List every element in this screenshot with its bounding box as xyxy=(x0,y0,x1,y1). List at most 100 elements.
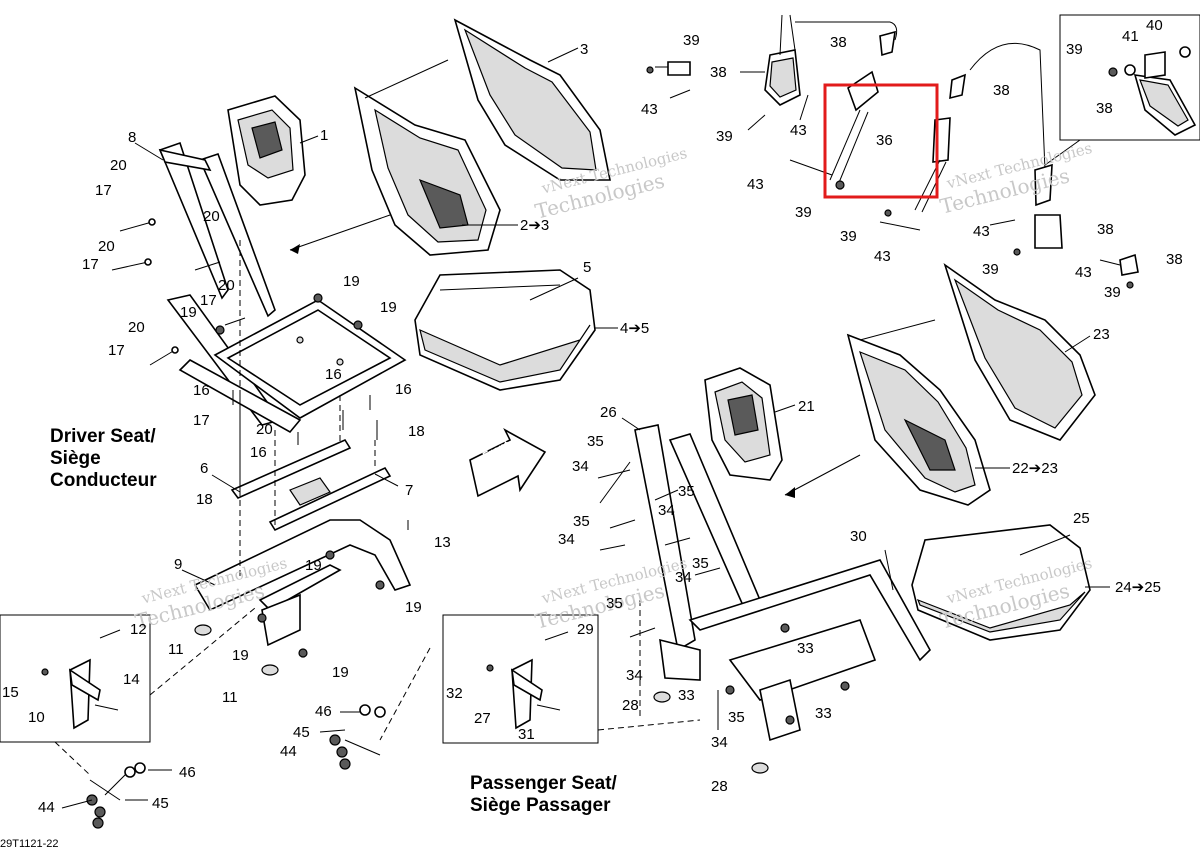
passenger-detail-inset xyxy=(379,614,701,744)
callout-16d: 16 xyxy=(250,444,267,461)
driver-title-line3: Conducteur xyxy=(50,470,157,491)
callout-25: 25 xyxy=(1073,510,1090,527)
callout-19f: 19 xyxy=(232,647,249,664)
callout-46b: 46 xyxy=(315,703,332,720)
callout-22-23: 22➔23 xyxy=(1012,460,1058,477)
callout-35f: 35 xyxy=(728,709,745,726)
callout-7: 7 xyxy=(405,482,414,499)
callout-35a: 35 xyxy=(587,433,604,450)
callout-8: 8 xyxy=(128,129,137,146)
callout-19g: 19 xyxy=(332,664,349,681)
callout-19d: 19 xyxy=(305,557,322,574)
callout-35b: 35 xyxy=(678,483,695,500)
passenger-seat-frame-26 xyxy=(621,417,931,742)
seatbelt-anchor-inset xyxy=(1044,14,1200,166)
callout-4-5: 4➔5 xyxy=(620,320,650,337)
callout-19b: 19 xyxy=(380,299,397,316)
callout-43a: 43 xyxy=(641,101,658,118)
callout-16a: 16 xyxy=(193,382,210,399)
driver-headrest-1 xyxy=(227,95,319,206)
callout-39a: 39 xyxy=(683,32,700,49)
callout-18b: 18 xyxy=(196,491,213,508)
passenger-hardware xyxy=(597,461,894,774)
callout-34a: 34 xyxy=(572,458,589,475)
callout-21: 21 xyxy=(798,398,815,415)
callout-38c: 38 xyxy=(993,82,1010,99)
passenger-seat-shell-23 xyxy=(859,262,1096,441)
callout-13: 13 xyxy=(434,534,451,551)
callout-20a: 20 xyxy=(110,157,127,174)
callout-38a: 38 xyxy=(830,34,847,51)
passenger-isolator-hardware xyxy=(319,704,386,770)
callout-27: 27 xyxy=(474,710,491,727)
callout-41: 41 xyxy=(1122,28,1139,45)
callout-24-25: 24➔25 xyxy=(1115,579,1161,596)
callout-32: 32 xyxy=(446,685,463,702)
passenger-seat-title: Passenger Seat/ Siège Passager xyxy=(470,773,617,817)
callout-12: 12 xyxy=(130,621,147,638)
callout-17d: 17 xyxy=(108,342,125,359)
callout-43d: 43 xyxy=(874,248,891,265)
callout-3: 3 xyxy=(580,41,589,58)
callout-35d: 35 xyxy=(692,555,709,572)
passenger-title-line2: Siège Passager xyxy=(470,795,611,816)
callout-38e: 38 xyxy=(1097,221,1114,238)
callout-39f: 39 xyxy=(982,261,999,278)
driver-seat-back-2 xyxy=(353,86,518,256)
callout-38d: 38 xyxy=(1096,100,1113,117)
callout-33c: 33 xyxy=(815,705,832,722)
callout-44a: 44 xyxy=(38,799,55,816)
callout-39d: 39 xyxy=(795,204,812,221)
callout-35e: 35 xyxy=(606,595,623,612)
callout-43f: 43 xyxy=(1075,264,1092,281)
callout-31: 31 xyxy=(518,726,535,743)
callout-34f: 34 xyxy=(711,734,728,751)
driver-seat-shell-3 xyxy=(364,18,611,181)
callout-39b: 39 xyxy=(716,128,733,145)
callout-19c: 19 xyxy=(180,304,197,321)
callout-16b: 16 xyxy=(325,366,342,383)
callout-17e: 17 xyxy=(193,412,210,429)
callout-10: 10 xyxy=(28,709,45,726)
driver-title-line1: Driver Seat/ xyxy=(50,426,156,447)
callout-18a: 18 xyxy=(408,423,425,440)
highlight-box-36 xyxy=(823,83,939,199)
callout-1: 1 xyxy=(320,127,329,144)
callout-23: 23 xyxy=(1093,326,1110,343)
callout-34c: 34 xyxy=(558,531,575,548)
callout-44b: 44 xyxy=(280,743,297,760)
driver-lower-frame-9 xyxy=(181,240,412,676)
callout-29: 29 xyxy=(577,621,594,638)
callout-20b: 20 xyxy=(203,208,220,225)
callout-20e: 20 xyxy=(128,319,145,336)
callout-9: 9 xyxy=(174,556,183,573)
callout-19a: 19 xyxy=(343,273,360,290)
callout-34e: 34 xyxy=(626,667,643,684)
driver-isolator-hardware xyxy=(54,741,172,829)
callout-20c: 20 xyxy=(98,238,115,255)
callout-34d: 34 xyxy=(675,569,692,586)
callout-45b: 45 xyxy=(293,724,310,741)
callout-33b: 33 xyxy=(678,687,695,704)
callout-43e: 43 xyxy=(973,223,990,240)
callout-43b: 43 xyxy=(790,122,807,139)
callout-17c: 17 xyxy=(200,292,217,309)
callout-19e: 19 xyxy=(405,599,422,616)
callout-35c: 35 xyxy=(573,513,590,530)
callout-15: 15 xyxy=(2,684,19,701)
driver-seat-title: Driver Seat/ Siège Conducteur xyxy=(50,426,157,492)
callout-2-3: 2➔3 xyxy=(520,217,550,234)
callout-28a: 28 xyxy=(622,697,639,714)
passenger-seat-back-22 xyxy=(846,333,1010,506)
callout-20d: 20 xyxy=(218,277,235,294)
callout-39e: 39 xyxy=(840,228,857,245)
callout-28b: 28 xyxy=(711,778,728,795)
callout-36: 36 xyxy=(876,132,893,149)
callout-20f: 20 xyxy=(256,421,273,438)
callout-5: 5 xyxy=(583,259,592,276)
callout-11b: 11 xyxy=(222,689,238,706)
driver-detail-inset xyxy=(0,607,256,743)
callout-39c: 39 xyxy=(1066,41,1083,58)
callout-16c: 16 xyxy=(395,381,412,398)
